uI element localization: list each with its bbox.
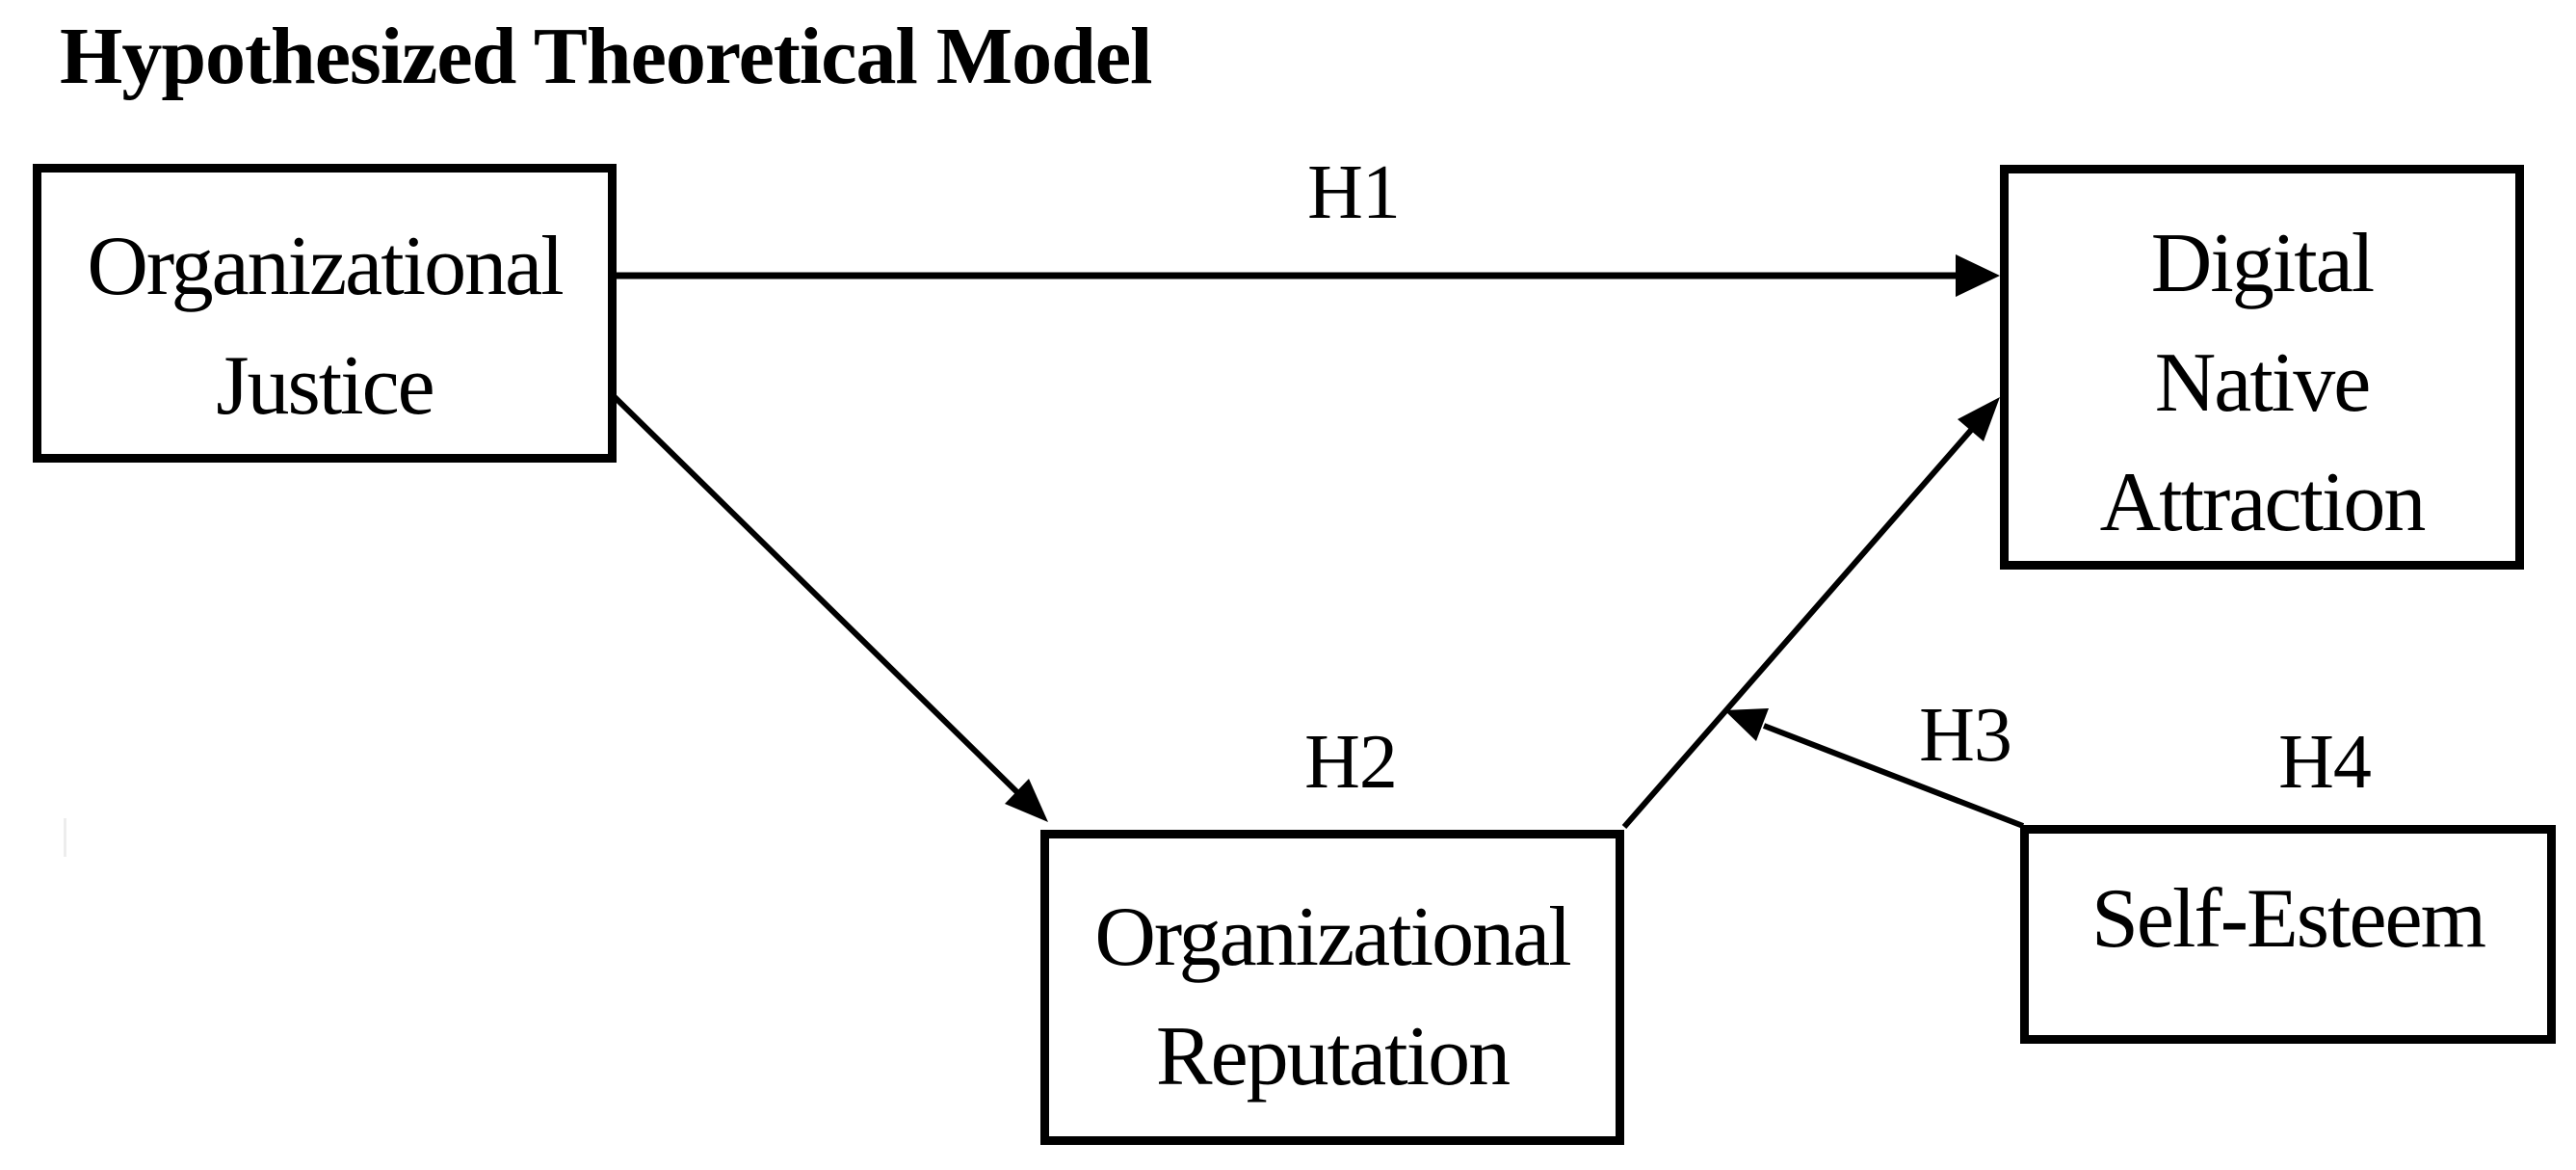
node-digital-native-attraction: Digital Native Attraction: [2000, 165, 2524, 570]
hypothesis-label-h1: H1: [1307, 150, 1401, 235]
node-label-line: Native: [2154, 336, 2372, 430]
node-self-esteem: Self-Esteem: [2020, 825, 2556, 1044]
node-label-line: Digital: [2150, 217, 2375, 310]
hypothesis-label-h3: H3: [1919, 693, 2012, 778]
node-organizational-reputation: Organizational Reputation: [1040, 830, 1624, 1145]
h1-arrowhead: [1956, 254, 2000, 297]
node-label-line: Reputation: [1155, 1009, 1511, 1104]
scan-artifact: [64, 818, 66, 857]
hypothesis-label-h4: H4: [2278, 720, 2372, 805]
hypothesis-label-h2: H2: [1304, 720, 1398, 805]
node-label-line: Attraction: [2099, 456, 2427, 549]
node-label-line: Justice: [216, 339, 435, 433]
reputation-to-attraction-arrow-line: [1621, 426, 1976, 829]
figure-title: Hypothesized Theoretical Model: [60, 12, 1152, 101]
reputation-to-attraction-arrowhead: [1958, 397, 2000, 441]
node-label-line: Organizational: [1094, 890, 1571, 984]
self-esteem-moderation-arrowhead: [1724, 708, 1769, 741]
justice-to-reputation-arrow-line: [612, 394, 1026, 801]
node-organizational-justice: Organizational Justice: [33, 164, 617, 463]
justice-to-reputation-arrowhead: [1005, 779, 1048, 822]
self-esteem-moderation-arrow-line: [1762, 723, 2025, 829]
node-label-line: Organizational: [87, 220, 564, 313]
node-label-line: Self-Esteem: [2090, 871, 2486, 966]
